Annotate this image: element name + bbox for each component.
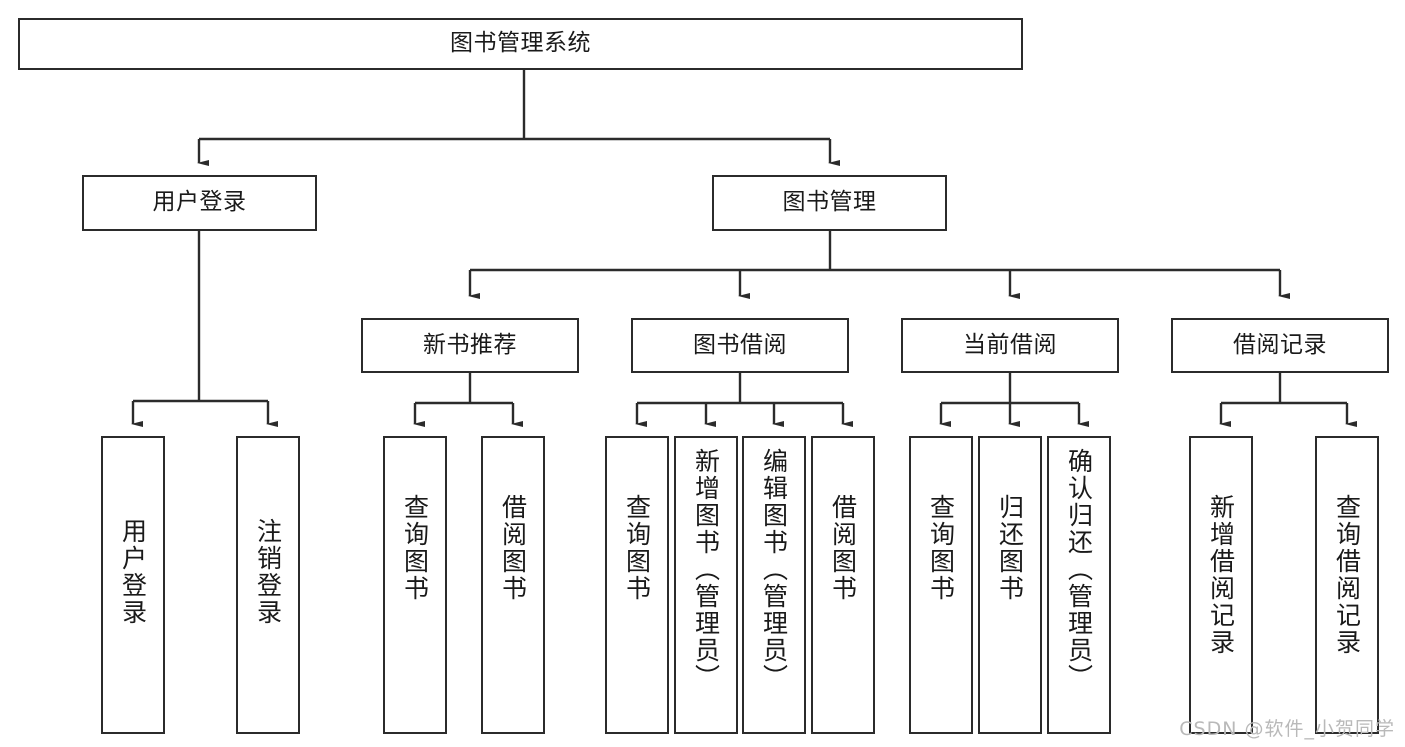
leaf-edit-book-admin[interactable]: 编辑图书（管理员） xyxy=(742,436,806,734)
node-label: 借阅记录 xyxy=(1233,331,1327,358)
node-label: 用户登录 xyxy=(118,518,148,626)
leaf-add-borrow-record[interactable]: 新增借阅记录 xyxy=(1189,436,1253,734)
node-book-management[interactable]: 图书管理 xyxy=(712,175,947,231)
node-user-login[interactable]: 用户登录 xyxy=(82,175,317,231)
node-label: 图书管理系统 xyxy=(450,30,591,57)
leaf-logout[interactable]: 注销登录 xyxy=(236,436,300,734)
leaf-query-book-borrow[interactable]: 查询图书 xyxy=(605,436,669,734)
node-label: 查询图书 xyxy=(400,494,430,602)
node-label: 新增图书（管理员） xyxy=(691,448,721,691)
leaf-user-login[interactable]: 用户登录 xyxy=(101,436,165,734)
leaf-borrow-book-recommend[interactable]: 借阅图书 xyxy=(481,436,545,734)
node-label: 查询图书 xyxy=(622,494,652,602)
node-label: 借阅图书 xyxy=(498,494,528,602)
node-label: 借阅图书 xyxy=(828,494,858,602)
node-label: 确认归还（管理员） xyxy=(1064,448,1094,691)
watermark-text: CSDN @软件_小贺同学 xyxy=(1179,718,1395,740)
leaf-query-book-current[interactable]: 查询图书 xyxy=(909,436,973,734)
leaf-return-book[interactable]: 归还图书 xyxy=(978,436,1042,734)
node-book-borrow[interactable]: 图书借阅 xyxy=(631,318,849,373)
node-label: 注销登录 xyxy=(253,518,283,626)
node-label: 编辑图书（管理员） xyxy=(759,448,789,691)
leaf-borrow-book[interactable]: 借阅图书 xyxy=(811,436,875,734)
leaf-query-book-recommend[interactable]: 查询图书 xyxy=(383,436,447,734)
node-root-system[interactable]: 图书管理系统 xyxy=(18,18,1023,70)
node-label: 图书管理 xyxy=(782,189,877,216)
node-label: 新书推荐 xyxy=(423,331,517,358)
leaf-query-borrow-record[interactable]: 查询借阅记录 xyxy=(1315,436,1379,734)
node-borrow-records[interactable]: 借阅记录 xyxy=(1171,318,1389,373)
node-label: 当前借阅 xyxy=(963,331,1057,358)
node-label: 查询借阅记录 xyxy=(1332,494,1362,656)
node-label: 查询图书 xyxy=(926,494,956,602)
node-new-book-recommend[interactable]: 新书推荐 xyxy=(361,318,579,373)
node-current-borrow[interactable]: 当前借阅 xyxy=(901,318,1119,373)
leaf-confirm-return-admin[interactable]: 确认归还（管理员） xyxy=(1047,436,1111,734)
node-label: 用户登录 xyxy=(152,189,247,216)
node-label: 新增借阅记录 xyxy=(1206,494,1236,656)
node-label: 归还图书 xyxy=(995,494,1025,602)
leaf-add-book-admin[interactable]: 新增图书（管理员） xyxy=(674,436,738,734)
node-label: 图书借阅 xyxy=(693,331,787,358)
